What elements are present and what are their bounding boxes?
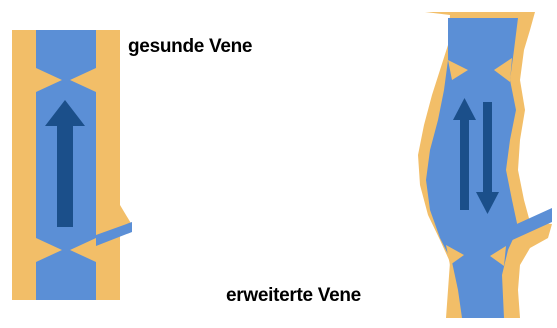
dilated-vein (418, 12, 552, 318)
healthy-vein (12, 30, 132, 300)
dilated-vein-label: erweiterte Vene (226, 285, 361, 307)
healthy-vein-label: gesunde Vene (128, 36, 252, 58)
healthy-vein-wall (12, 30, 36, 300)
healthy-vein-wall-right (96, 30, 132, 300)
